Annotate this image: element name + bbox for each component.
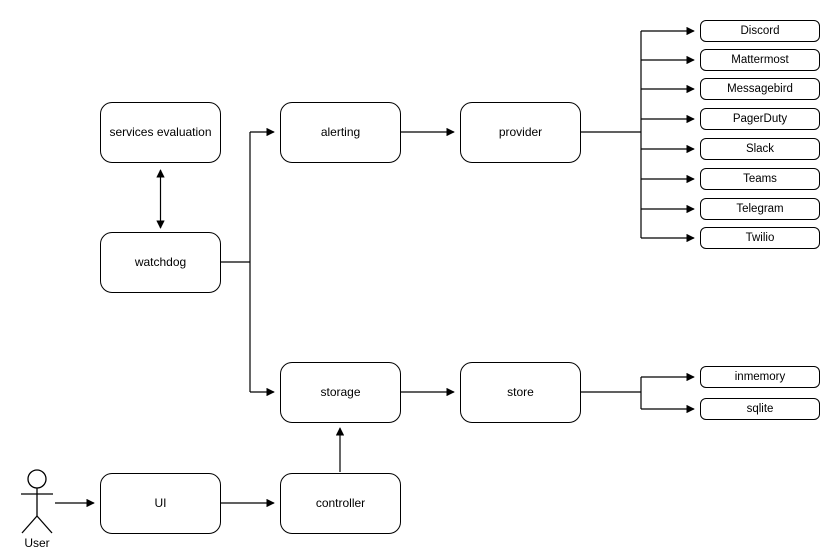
node-ui[interactable]: UI	[100, 473, 221, 534]
node-storage[interactable]: storage	[280, 362, 401, 423]
node-provider-telegram[interactable]: Telegram	[700, 198, 820, 220]
node-provider[interactable]: provider	[460, 102, 581, 163]
node-alerting[interactable]: alerting	[280, 102, 401, 163]
node-store[interactable]: store	[460, 362, 581, 423]
node-provider-twilio[interactable]: Twilio	[700, 227, 820, 249]
node-provider-pagerduty[interactable]: PagerDuty	[700, 108, 820, 130]
node-provider-messagebird[interactable]: Messagebird	[700, 78, 820, 100]
node-provider-slack[interactable]: Slack	[700, 138, 820, 160]
stick-figure-icon	[21, 469, 53, 534]
node-services-evaluation[interactable]: services evaluation	[100, 102, 221, 163]
node-provider-discord[interactable]: Discord	[700, 20, 820, 42]
user-actor-label: User	[24, 536, 50, 550]
node-store-sqlite[interactable]: sqlite	[700, 398, 820, 420]
node-provider-mattermost[interactable]: Mattermost	[700, 49, 820, 71]
node-controller[interactable]: controller	[280, 473, 401, 534]
node-watchdog[interactable]: watchdog	[100, 232, 221, 293]
node-provider-teams[interactable]: Teams	[700, 168, 820, 190]
node-store-inmemory[interactable]: inmemory	[700, 366, 820, 388]
